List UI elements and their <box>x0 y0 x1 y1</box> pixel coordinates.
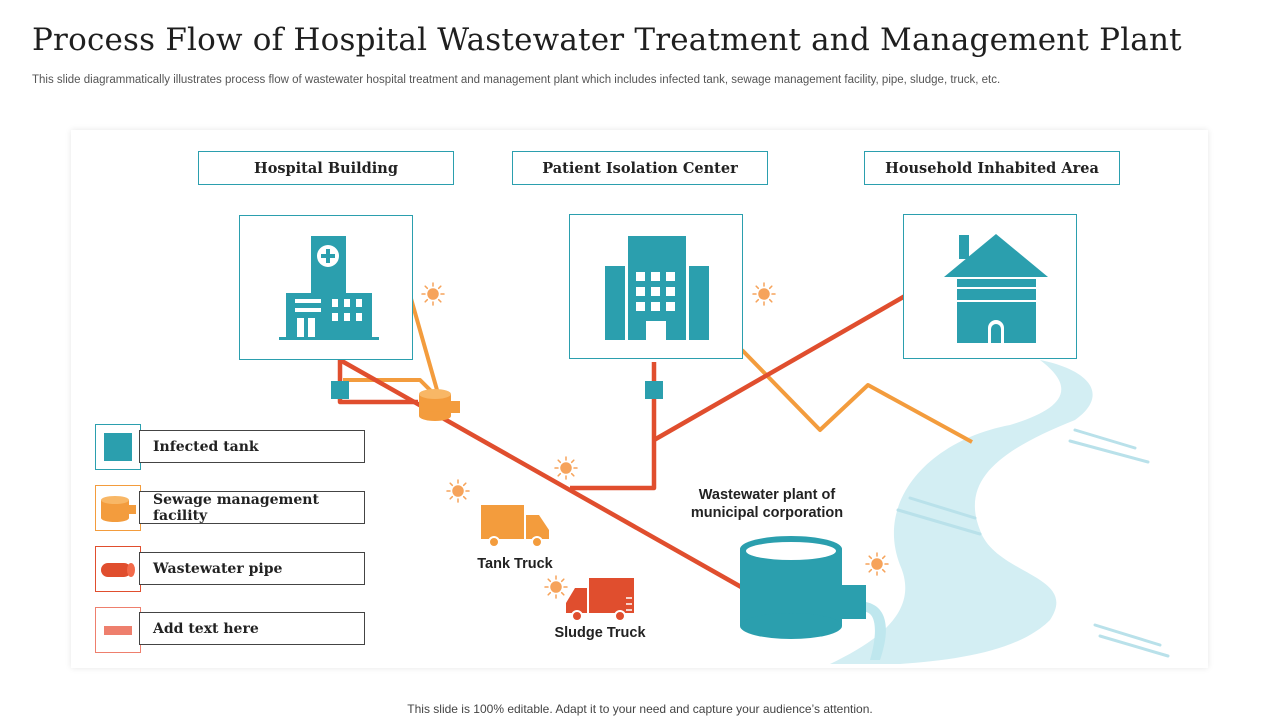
legend-icon-infected-tank <box>95 424 141 470</box>
isolation-center-box <box>569 214 743 359</box>
page-title: Process Flow of Hospital Wastewater Trea… <box>32 22 1182 58</box>
wind-lines <box>896 428 1170 658</box>
river <box>830 360 1093 664</box>
sun-icons <box>421 282 889 599</box>
legend-label-add-text: Add text here <box>139 612 365 645</box>
page-subtitle: This slide diagrammatically illustrates … <box>32 74 1001 86</box>
infected-tank-hospital <box>331 381 349 399</box>
wastewater-pipe-icon <box>101 563 135 577</box>
household-box <box>903 214 1077 359</box>
source-label-hospital: Hospital Building <box>198 151 454 185</box>
infected-tank-icon <box>104 433 132 461</box>
wastewater-plant-label: Wastewater plant of municipal corporatio… <box>660 486 874 522</box>
legend-icon-wastewater-pipe <box>95 546 141 592</box>
legend-icon-add-text <box>95 607 141 653</box>
house-icon <box>944 234 1048 343</box>
hospital-icon <box>279 236 379 340</box>
legend-label-infected-tank: Infected tank <box>139 430 365 463</box>
source-label-household: Household Inhabited Area <box>864 151 1120 185</box>
wastewater-pipes <box>337 294 907 594</box>
infected-tank-isolation <box>645 381 663 399</box>
legend-label-sewage-facility: Sewage management facility <box>139 491 365 524</box>
placeholder-bar-icon <box>104 626 132 635</box>
wastewater-plant-label-line1: Wastewater plant of <box>698 487 836 503</box>
footer-note: This slide is 100% editable. Adapt it to… <box>407 702 873 716</box>
sludge-truck-label: Sludge Truck <box>554 625 646 641</box>
wastewater-plant-tank <box>740 536 886 660</box>
sewage-facility-drum <box>419 389 460 421</box>
sewage-facility-icon <box>101 496 136 522</box>
tank-truck-icon <box>481 505 549 548</box>
hospital-box <box>239 215 413 360</box>
tank-truck-label: Tank Truck <box>477 556 553 572</box>
source-label-isolation: Patient Isolation Center <box>512 151 768 185</box>
wastewater-plant-label-line2: municipal corporation <box>690 505 844 521</box>
legend-label-wastewater-pipe: Wastewater pipe <box>139 552 365 585</box>
sludge-truck-icon <box>566 578 634 622</box>
legend-icon-sewage-facility <box>95 485 141 531</box>
office-building-icon <box>605 236 709 340</box>
